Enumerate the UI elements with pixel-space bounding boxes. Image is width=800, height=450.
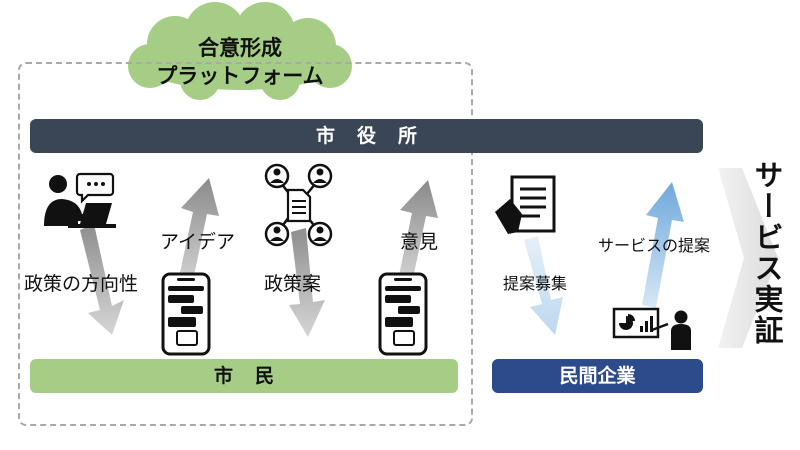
citizen-bar: 市民 [30, 359, 458, 393]
arrow-policy-proposal [289, 228, 325, 337]
label-service-proposal: サービスの提案 [598, 236, 711, 255]
person-laptop-chat-icon [44, 172, 116, 228]
arrow-service-proposal [642, 182, 684, 308]
presenter-chart-icon [612, 307, 691, 350]
platform-boundary [18, 62, 473, 426]
network-document-icon [264, 163, 333, 247]
smartphone-chat-icon [378, 272, 428, 356]
label-opinion: 意見 [400, 231, 439, 253]
label-proposal-recruit: 提案募集 [503, 274, 568, 293]
platform-title: 合意形成 プラットフォーム [150, 34, 330, 90]
private-company-bar: 民間企業 [492, 359, 703, 393]
city-office-bar: 市役所 [30, 119, 703, 153]
platform-title-line2: プラットフォーム [156, 64, 324, 88]
service-demonstration-label: サービス実証 [750, 160, 784, 346]
arrow-opinion [398, 180, 438, 283]
platform-title-line1: 合意形成 [198, 36, 282, 60]
smartphone-chat-icon [161, 272, 211, 356]
arrow-idea [178, 178, 219, 285]
arrow-proposal-recruit [524, 236, 563, 335]
hand-document-icon [495, 175, 556, 234]
cloud-shape [128, 2, 352, 100]
label-policy-proposal: 政策案 [264, 273, 322, 295]
label-policy-direction: 政策の方向性 [24, 273, 139, 295]
arrow-policy-direction [80, 224, 124, 335]
label-idea: アイデア [160, 231, 236, 253]
chevron-arrow [718, 168, 778, 348]
